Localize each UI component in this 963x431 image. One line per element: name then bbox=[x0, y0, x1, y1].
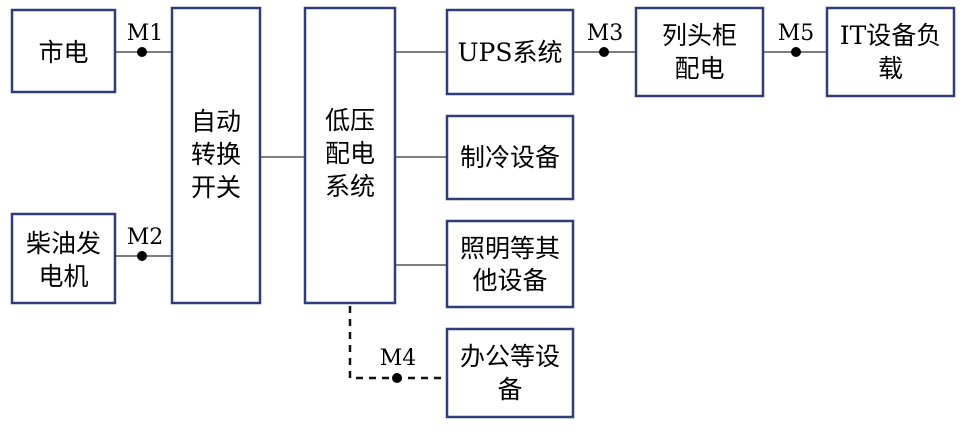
meter-m5-dot bbox=[791, 47, 801, 57]
meter-m4: M4 bbox=[380, 346, 417, 383]
node-cooling: 制冷设备 bbox=[445, 114, 575, 201]
node-generator: 柴油发 电机 bbox=[10, 212, 117, 305]
itload-label-line1: IT设备负 bbox=[840, 21, 942, 50]
office-label-line2: 备 bbox=[497, 375, 522, 404]
rowcab-label-line1: 列头柜 bbox=[662, 21, 737, 50]
meter-m5-label: M5 bbox=[778, 21, 815, 46]
rowcab-label-line2: 配电 bbox=[674, 54, 724, 83]
meter-m2-dot bbox=[137, 251, 147, 261]
node-ups: UPS系统 bbox=[445, 8, 575, 96]
node-lv-distribution: 低压 配电 系统 bbox=[303, 6, 397, 305]
node-row-cabinet: 列头柜 配电 bbox=[634, 6, 765, 98]
meter-m1-label: M1 bbox=[127, 21, 164, 46]
meter-m3-label: M3 bbox=[587, 21, 624, 46]
lv-label-line2: 配电 bbox=[325, 139, 375, 168]
meter-m2: M2 bbox=[127, 225, 164, 261]
meter-m4-dot bbox=[392, 373, 402, 383]
ats-label-line1: 自动 bbox=[191, 107, 241, 136]
office-label-line1: 办公等设 bbox=[460, 342, 560, 371]
cooling-label-line1: 制冷设备 bbox=[460, 143, 560, 172]
wire-lv-office-dashed bbox=[348, 306, 447, 380]
itload-label-line2: 载 bbox=[878, 54, 903, 83]
lv-label-line3: 系统 bbox=[325, 172, 375, 201]
meter-m1-dot bbox=[137, 47, 147, 57]
meter-m2-label: M2 bbox=[127, 225, 164, 250]
meter-m3: M3 bbox=[587, 21, 624, 57]
ups-label-line1: UPS系统 bbox=[457, 38, 562, 67]
meter-m4-label: M4 bbox=[380, 346, 417, 371]
meter-m5: M5 bbox=[778, 21, 815, 57]
generator-label-line1: 柴油发 bbox=[26, 229, 101, 258]
ats-label-line2: 转换 bbox=[191, 140, 241, 169]
node-office: 办公等设 备 bbox=[445, 327, 575, 419]
meter-m1: M1 bbox=[127, 21, 164, 57]
lighting-label-line1: 照明等其 bbox=[460, 234, 560, 263]
lv-label-line1: 低压 bbox=[325, 106, 375, 135]
lighting-label-line2: 他设备 bbox=[472, 266, 547, 295]
node-lighting: 照明等其 他设备 bbox=[445, 219, 575, 309]
mains-label-line1: 市电 bbox=[38, 38, 88, 67]
node-mains: 市电 bbox=[10, 8, 117, 94]
generator-label-line2: 电机 bbox=[38, 262, 88, 291]
meter-m3-dot bbox=[599, 47, 609, 57]
node-it-load: IT设备负 载 bbox=[825, 6, 956, 98]
connectors bbox=[115, 51, 827, 380]
ats-label-line3: 开关 bbox=[191, 173, 241, 202]
node-ats: 自动 转换 开关 bbox=[170, 6, 262, 305]
